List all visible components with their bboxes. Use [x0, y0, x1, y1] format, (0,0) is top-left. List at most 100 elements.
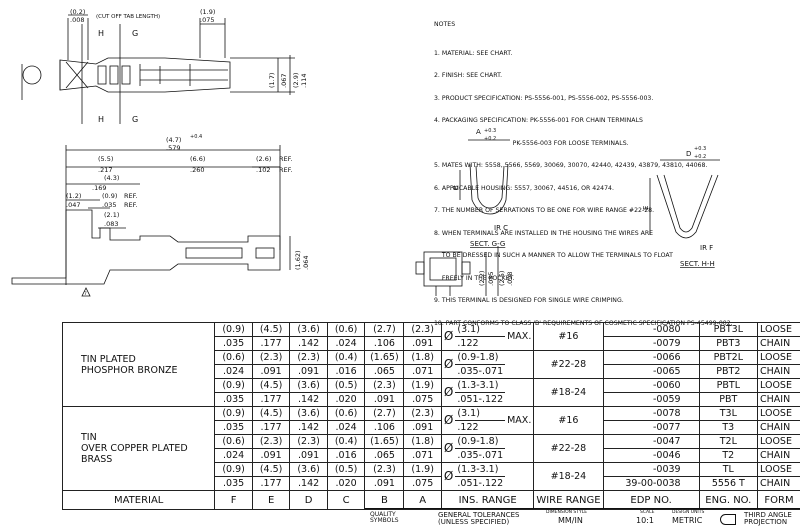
dim-overall-tol: +0.4 [190, 134, 202, 140]
section-h-marker: H [98, 29, 104, 38]
dim-d-tol1: +0.3 [694, 146, 706, 152]
dim-cell: .091 [403, 336, 442, 351]
dim-cell: .091 [251, 364, 291, 379]
dim-cell: (2.3) [364, 462, 405, 477]
dim-162-in: .064 [302, 256, 310, 270]
dim-cell: .091 [289, 448, 328, 463]
notes-header: NOTES [434, 21, 456, 28]
eng-cell: T3L [698, 406, 759, 421]
dim-29-mm: (2.9) [292, 73, 300, 88]
material-line: TIN PLATED [81, 353, 136, 365]
eng-cell: TL [698, 462, 759, 477]
dim-cell: (0.5) [326, 462, 366, 477]
section-h-profile [656, 174, 719, 239]
dim-cell: (3.6) [289, 322, 328, 337]
dim-e-label: E [642, 206, 650, 210]
edp-cell: -0065 [602, 364, 700, 379]
dim-a-tol2: +0.2 [484, 136, 496, 142]
ins-max-cell: MAX. [505, 322, 535, 351]
dim-cell: (3.6) [289, 406, 328, 421]
dim-cell: (4.5) [251, 462, 291, 477]
dim-cell: .106 [364, 336, 405, 351]
form-cell: CHAIN [757, 336, 800, 351]
eng-cell: T2 [698, 448, 759, 463]
dim-cell: (4.5) [251, 378, 291, 393]
design-units-value: METRIC [672, 516, 703, 525]
note-item: 8. WHEN TERMINALS ARE INSTALLED IN THE H… [434, 229, 654, 237]
dim-cell: .142 [289, 392, 328, 407]
ins-range-cell: (1.3-3.1) [455, 462, 506, 477]
note-item: 3. PRODUCT SPECIFICATION: PS-5556-001, P… [434, 94, 654, 102]
dim-55-in: .217 [98, 166, 112, 174]
dim-d-label: D [686, 150, 691, 158]
eng-cell: PBT3 [698, 336, 759, 351]
note-item: 9. THIS TERMINAL IS DESIGNED FOR SINGLE … [434, 297, 624, 304]
column-header: EDP NO. [602, 490, 700, 510]
section-g-marker: G [132, 29, 138, 38]
notes-block: NOTES 1. MATERIAL: SEE CHART. 2. FINISH:… [434, 6, 733, 335]
front-h1-in: .085 [487, 272, 495, 286]
note-item: 5. MATES WITH: 5558, 5566, 5569, 30069, … [434, 162, 708, 169]
ins-range-cell: .035-.071 [455, 364, 506, 379]
diameter-symbol: Ø [440, 462, 456, 491]
ins-max-cell: MAX. [505, 406, 535, 435]
column-header: E [251, 490, 291, 510]
dim-cell: .035 [214, 420, 253, 435]
edp-cell: -0039 [602, 462, 700, 477]
eng-cell: T3 [698, 420, 759, 435]
dim-66-mm: (6.6) [190, 155, 205, 163]
front-h2-in: .098 [506, 272, 514, 286]
dim-cell: (0.9) [214, 322, 253, 337]
ins-range-cell: .051-.122 [455, 392, 506, 407]
dim-cell: .142 [289, 336, 328, 351]
column-header: D [289, 490, 328, 510]
dim-cell: .035 [214, 336, 253, 351]
dim-12-in: .047 [66, 201, 80, 209]
ins-max-cell [505, 462, 535, 491]
dim-cell: .091 [251, 448, 291, 463]
dim-cell: .177 [251, 392, 291, 407]
dim-cell: .020 [326, 392, 366, 407]
dim-cell: (0.6) [214, 350, 253, 365]
edp-cell: -0079 [602, 336, 700, 351]
edp-cell: -0080 [602, 322, 700, 337]
dim-cell: (4.5) [251, 406, 291, 421]
edp-cell: 39-00-0038 [602, 476, 700, 491]
dim-21-in: .083 [104, 220, 118, 228]
note-item: 1. MATERIAL: SEE CHART. [434, 49, 513, 57]
ir-c-label: IR C [494, 224, 508, 232]
dim-55-mm: (5.5) [98, 155, 113, 163]
dim-43-mm: (4.3) [104, 174, 119, 182]
ins-range-cell: .035-.071 [455, 448, 506, 463]
column-header: ENG. NO. [698, 490, 759, 510]
dimension-style-value: MM/IN [558, 516, 583, 525]
form-cell: LOOSE [757, 378, 800, 393]
front-h2-mm: (2.5) [498, 271, 506, 286]
wire-range-cell: #18-24 [533, 462, 604, 491]
dim-cell: (0.6) [214, 434, 253, 449]
dim-cell: (1.65) [364, 434, 405, 449]
wire-range-cell: #16 [533, 406, 604, 435]
ins-range-cell: (3.1) [455, 322, 506, 337]
quality-symbols: QUALITY SYMBOLS [370, 511, 399, 524]
dim-17-in: .067 [280, 74, 288, 88]
dim-cell: .065 [364, 448, 405, 463]
form-cell: CHAIN [757, 392, 800, 407]
dim-cell: (1.65) [364, 350, 405, 365]
edp-cell: -0047 [602, 434, 700, 449]
dim-cell: .016 [326, 448, 366, 463]
cutoff-note: (CUT OFF TAB LENGTH) [96, 14, 160, 20]
material-line: TIN [81, 432, 97, 443]
dim-21-mm: (2.1) [104, 211, 119, 219]
dim-cell: (2.3) [364, 378, 405, 393]
ins-range-cell: (0.9-1.8) [455, 350, 506, 365]
dim-cell: .075 [403, 476, 442, 491]
dim-cell: .016 [326, 364, 366, 379]
